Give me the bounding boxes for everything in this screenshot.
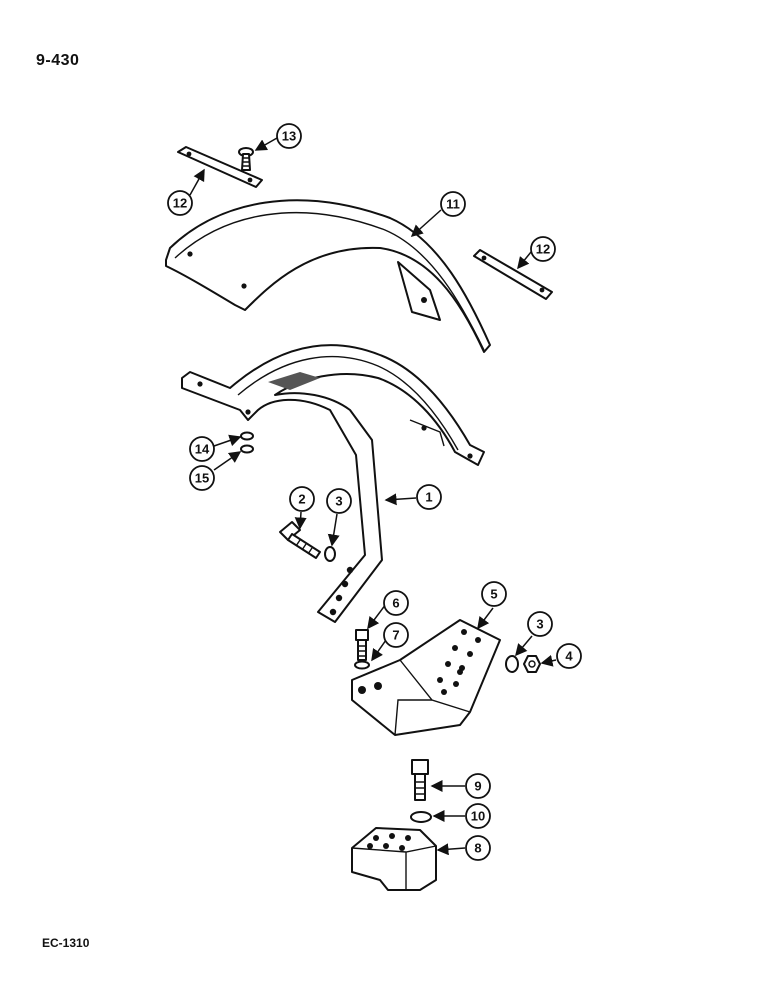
drawing-code: EC-1310 <box>42 936 90 950</box>
callout-4: 4 <box>556 643 582 669</box>
svg-text:1: 1 <box>425 490 432 505</box>
svg-text:3: 3 <box>536 617 543 632</box>
svg-text:8: 8 <box>474 841 481 856</box>
svg-text:12: 12 <box>536 242 550 257</box>
svg-text:14: 14 <box>195 442 210 457</box>
callout-12-upper: 12 <box>167 190 193 216</box>
callout-1: 1 <box>416 484 442 510</box>
callout-6: 6 <box>383 590 409 616</box>
callout-9: 9 <box>465 773 491 799</box>
mounting-block <box>351 827 437 891</box>
svg-text:6: 6 <box>392 596 399 611</box>
svg-text:12: 12 <box>173 196 187 211</box>
svg-text:11: 11 <box>446 197 460 212</box>
callout-11: 11 <box>440 191 466 217</box>
strap-plate-upper <box>177 146 263 188</box>
washer-lower <box>410 811 432 823</box>
leader-lines <box>189 137 557 856</box>
bolt-short <box>355 629 369 661</box>
callout-15: 15 <box>189 465 215 491</box>
fender <box>165 199 491 353</box>
support-bracket <box>181 344 485 623</box>
callout-10: 10 <box>465 803 491 829</box>
svg-text:7: 7 <box>392 628 399 643</box>
svg-text:4: 4 <box>565 649 573 664</box>
callout-2: 2 <box>289 486 315 512</box>
callout-12-right: 12 <box>530 236 556 262</box>
svg-text:13: 13 <box>282 129 296 144</box>
screw <box>238 147 254 171</box>
svg-text:3: 3 <box>335 494 342 509</box>
callout-5: 5 <box>481 581 507 607</box>
mounting-bracket <box>351 619 501 736</box>
washer-and-nut-small <box>240 431 254 454</box>
callout-7: 7 <box>383 622 409 648</box>
page-reference: 9-430 <box>36 52 80 69</box>
washer-bracket <box>354 660 370 670</box>
svg-text:9: 9 <box>474 779 481 794</box>
svg-text:2: 2 <box>298 492 305 507</box>
bolt-lower <box>411 759 429 801</box>
nut-right <box>523 655 541 673</box>
strap-plate-right <box>473 249 553 300</box>
callout-14: 14 <box>189 436 215 462</box>
svg-text:5: 5 <box>490 587 497 602</box>
callout-3-right: 3 <box>527 611 553 637</box>
callout-3-left: 3 <box>326 488 352 514</box>
washer-right <box>505 655 519 673</box>
svg-text:15: 15 <box>195 471 209 486</box>
washer-bolt <box>324 546 336 562</box>
callout-13: 13 <box>276 123 302 149</box>
callout-8: 8 <box>465 835 491 861</box>
svg-text:10: 10 <box>471 809 485 824</box>
